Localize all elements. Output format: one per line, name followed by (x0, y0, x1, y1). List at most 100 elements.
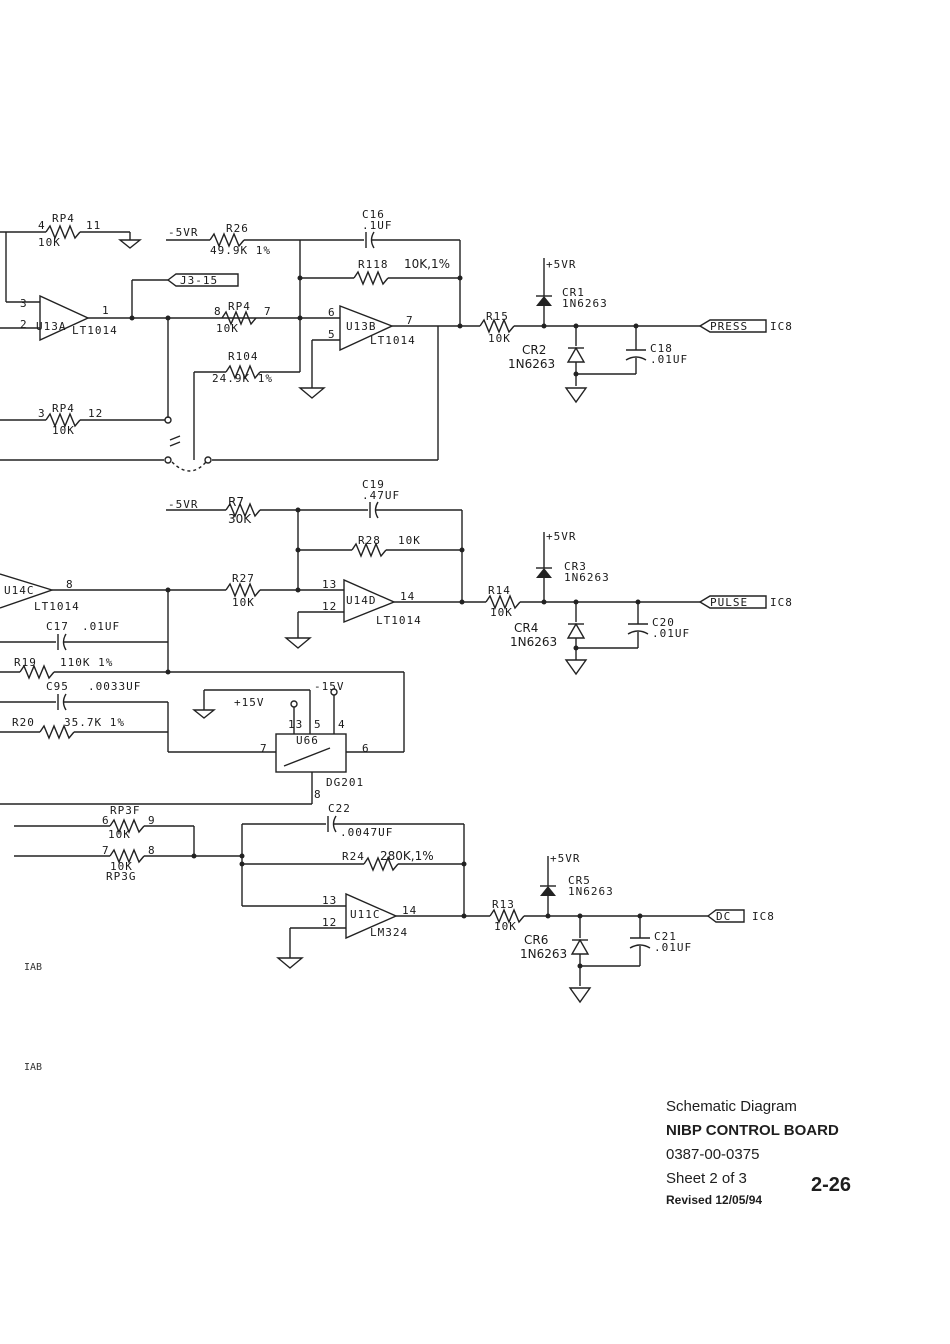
rp3f-resistor (109, 818, 145, 834)
c95-value: .0033UF (88, 680, 141, 693)
pin-label: 8 (148, 844, 156, 857)
page-number: 2-26 (811, 1174, 852, 1196)
r27-resistor (225, 582, 261, 598)
pin-label: 11 (86, 219, 101, 232)
r15-label: R15 (486, 310, 509, 323)
press-connector (698, 319, 767, 333)
r26-label: R26 (226, 222, 249, 235)
c22-value: .0047UF (340, 826, 393, 839)
rp4-mid-label: RP4 (228, 300, 251, 313)
supply-label: +5VR (546, 530, 577, 543)
ground-symbol (298, 387, 326, 399)
c20-value: .01UF (652, 627, 690, 640)
pulse-label: PULSE (710, 596, 748, 609)
margin-note: IAB (24, 962, 43, 973)
cr5-diode (540, 886, 556, 896)
pin-label: 4 (38, 219, 46, 232)
r104-label: R104 (228, 350, 259, 363)
rp3f-label: RP3F (110, 804, 141, 817)
rp3g-label: RP3G (106, 870, 137, 883)
r26-resistor (209, 232, 245, 248)
cr5-type: 1N6263 (568, 885, 614, 898)
r19-value: 110K 1% (60, 656, 113, 669)
r118-value: 10K,1% (404, 257, 450, 271)
r104-resistor (225, 364, 261, 380)
cr3-diode (536, 568, 552, 578)
c16-label: C16 (362, 208, 385, 221)
rp3g-resistor (109, 848, 145, 864)
r14-value: 10K (490, 606, 513, 619)
title-block-type: Schematic Diagram (666, 1098, 797, 1115)
pin-label: 8 (314, 788, 322, 801)
ground-symbol (568, 987, 592, 1004)
c22-label: C22 (328, 802, 351, 815)
cr2-type: 1N6263 (508, 357, 555, 371)
c17-value: .01UF (82, 620, 120, 633)
opamp-u13a (39, 294, 90, 342)
r24-value: 280K,1% (380, 849, 434, 863)
rp4-top-label: RP4 (52, 212, 75, 225)
u14d-type: LT1014 (376, 614, 422, 627)
r14-label: R14 (488, 584, 511, 597)
cr2-diode (566, 346, 586, 363)
u11c-type: LM324 (370, 926, 408, 939)
cr5-label: CR5 (568, 874, 591, 887)
r104-value: 24.9K 1% (212, 372, 273, 385)
j3-15-connector (166, 273, 239, 287)
rp4-low-resistor (45, 412, 81, 428)
title-block-revised: Revised 12/05/94 (666, 1193, 763, 1207)
pin-label: 7 (260, 742, 268, 755)
pin-label: 13 (288, 718, 303, 731)
cr4-diode (566, 622, 586, 639)
u66-label: U66 (296, 734, 319, 747)
r19-resistor (19, 664, 55, 680)
pin-label: 12 (322, 600, 337, 613)
pin-label: 14 (400, 590, 415, 603)
cr4-label: CR4 (514, 621, 538, 635)
pin-label: 4 (338, 718, 346, 731)
pin-label: 14 (402, 904, 417, 917)
cr1-diode (536, 296, 552, 306)
u14c-type: LT1014 (34, 600, 80, 613)
pulse-connector (698, 595, 767, 609)
pin-label: 12 (322, 916, 337, 929)
r15-resistor (479, 318, 515, 334)
cr6-label: CR6 (524, 933, 548, 947)
dc-section (14, 815, 745, 1004)
supply-label: +5VR (546, 258, 577, 271)
pin-label: 5 (328, 328, 336, 341)
r20-resistor (39, 724, 75, 740)
vr-label: -5VR (168, 498, 199, 511)
pin-label: 6 (362, 742, 370, 755)
r24-label: R24 (342, 850, 365, 863)
c95-label: C95 (46, 680, 69, 693)
r118-resistor (353, 270, 389, 286)
pin-label: 8 (66, 578, 74, 591)
cr1-label: CR1 (562, 286, 585, 299)
u13a-type: LT1014 (72, 324, 118, 337)
cr3-type: 1N6263 (564, 571, 610, 584)
title-block-part-number: 0387-00-0375 (666, 1146, 760, 1163)
ground-symbol (564, 387, 588, 404)
r13-label: R13 (492, 898, 515, 911)
c18-value: .01UF (650, 353, 688, 366)
r27-value: 10K (232, 596, 255, 609)
component-labels: RP4 4 11 10K U13A LT1014 3 2 1 J3-15 -5V… (4, 208, 793, 961)
pulse-section (0, 501, 767, 805)
u11c-label: U11C (350, 908, 381, 921)
dc-connector (706, 909, 745, 923)
rp3g-value: 10K (110, 860, 133, 873)
cr4-type: 1N6263 (510, 635, 557, 649)
c21-label: C21 (654, 930, 677, 943)
r26-value: 49.9K 1% (210, 244, 271, 257)
r13-value: 10K (494, 920, 517, 933)
pin-label: 12 (88, 407, 103, 420)
c16-value: .1UF (362, 219, 393, 232)
pin-label: 8 (214, 305, 222, 318)
pulse-ref: IC8 (770, 596, 793, 609)
rp4-mid-value: 10K (216, 322, 239, 335)
supply-label: +15V (234, 696, 265, 709)
press-section (0, 224, 767, 472)
c21-value: .01UF (654, 941, 692, 954)
